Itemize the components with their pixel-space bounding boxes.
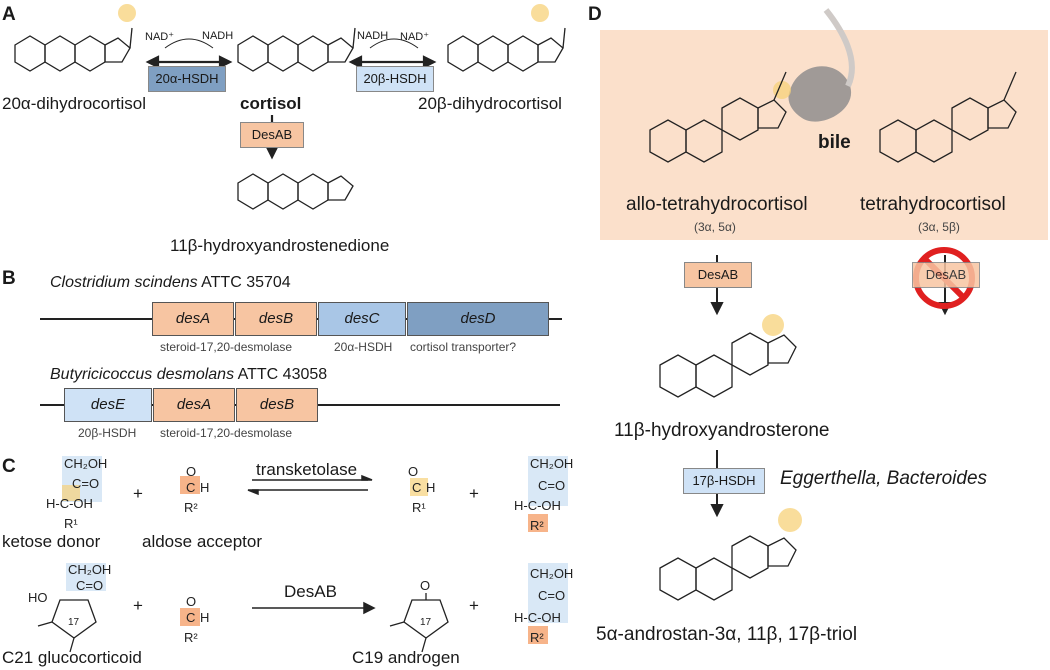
nad-plus-left: NAD⁺ bbox=[145, 31, 175, 43]
enzyme-desab-d2: DesAB bbox=[912, 262, 980, 288]
hydroxyandrosterone-structure bbox=[659, 332, 797, 398]
label-desmolase-2: steroid-17,20-desmolase bbox=[160, 426, 293, 440]
svg-text:H: H bbox=[200, 610, 209, 625]
label-c21-glucocorticoid: C21 glucocorticoid bbox=[2, 648, 142, 667]
name-20a-dihydrocortisol: 20α-dihydrocortisol bbox=[2, 94, 147, 113]
label-ketose-donor: ketose donor bbox=[2, 532, 101, 551]
svg-text:R²: R² bbox=[184, 630, 198, 645]
enzyme-20b-hsdh: 20β-HSDH bbox=[356, 66, 434, 92]
panel-b-label: B bbox=[2, 268, 16, 289]
gene-desA-2: desA bbox=[153, 388, 235, 422]
gene-desD: desD bbox=[407, 302, 549, 336]
svg-text:O: O bbox=[186, 464, 196, 479]
name-allo-thc: allo-tetrahydrocortisol bbox=[626, 194, 808, 215]
svg-text:H: H bbox=[426, 480, 435, 495]
svg-text:HO: HO bbox=[28, 590, 48, 605]
svg-text:H: H bbox=[200, 480, 209, 495]
svg-text:R²: R² bbox=[184, 500, 198, 515]
gallbladder-icon bbox=[788, 8, 855, 122]
svg-text:C: C bbox=[412, 480, 421, 495]
name-11b-hydroxyandrosterone: 11β-hydroxyandrosterone bbox=[614, 420, 830, 441]
panel-d-label: D bbox=[588, 4, 602, 25]
label-transporter: cortisol transporter? bbox=[410, 340, 517, 354]
dihydrocortisol-20b-structure bbox=[447, 4, 566, 72]
svg-text:CH₂OH: CH₂OH bbox=[530, 566, 573, 581]
svg-text:C: C bbox=[186, 610, 195, 625]
dihydrocortisol-20a-structure bbox=[14, 4, 136, 72]
name-cortisol: cortisol bbox=[240, 94, 302, 113]
gene-desE: desE bbox=[64, 388, 152, 422]
enzyme-desab-d1: DesAB bbox=[684, 262, 752, 288]
name-20b-dihydrocortisol: 20β-dihydrocortisol bbox=[418, 94, 562, 113]
plus-c1: + bbox=[133, 484, 143, 503]
gene-desA-1: desA bbox=[152, 302, 234, 336]
panel-a-label: A bbox=[2, 4, 16, 25]
svg-text:C: C bbox=[186, 480, 195, 495]
enzyme-20a-hsdh: 20α-HSDH bbox=[148, 66, 226, 92]
allo-thc-structure bbox=[649, 71, 787, 163]
bile-region bbox=[600, 30, 1048, 240]
label-20a-hsdh: 20α-HSDH bbox=[334, 340, 393, 354]
svg-text:C=O: C=O bbox=[538, 588, 565, 603]
label-bacteria: Eggerthella, Bacteroides bbox=[780, 468, 988, 489]
svg-text:R¹: R¹ bbox=[412, 500, 426, 515]
plus-c2: + bbox=[469, 484, 479, 503]
gene-desC: desC bbox=[318, 302, 406, 336]
gene-desB-2: desB bbox=[236, 388, 318, 422]
name-triol: 5α-androstan-3α, 11β, 17β-triol bbox=[596, 624, 858, 645]
svg-text:O: O bbox=[408, 464, 418, 479]
label-transketolase: transketolase bbox=[256, 460, 358, 479]
organism-2: Butyricicoccus desmolans ATTC 43058 bbox=[50, 366, 328, 383]
svg-text:H-C-OH: H-C-OH bbox=[514, 498, 561, 513]
panel-a-structures bbox=[14, 4, 566, 210]
svg-text:O: O bbox=[186, 594, 196, 609]
sub-thc: (3α, 5β) bbox=[918, 220, 960, 234]
label-20b-hsdh: 20β-HSDH bbox=[78, 426, 137, 440]
organism-1: Clostridium scindens ATTC 35704 bbox=[50, 274, 291, 291]
panel-d-structures bbox=[649, 8, 1017, 601]
label-c19-androgen: C19 androgen bbox=[352, 648, 460, 667]
sub-allo-thc: (3α, 5α) bbox=[694, 220, 736, 234]
svg-text:H-C-OH: H-C-OH bbox=[46, 496, 93, 511]
name-thc: tetrahydrocortisol bbox=[860, 194, 1006, 215]
label-desab-c: DesAB bbox=[284, 582, 337, 601]
cortisol-structure bbox=[237, 27, 356, 72]
svg-text:C=O: C=O bbox=[538, 478, 565, 493]
svg-text:H-C-OH: H-C-OH bbox=[514, 610, 561, 625]
enzyme-17b-hsdh: 17β-HSDH bbox=[683, 468, 765, 494]
svg-text:17: 17 bbox=[68, 617, 80, 628]
svg-text:C=O: C=O bbox=[76, 578, 103, 593]
enzyme-desab-a: DesAB bbox=[240, 122, 304, 148]
svg-text:R¹: R¹ bbox=[64, 516, 78, 531]
label-desmolase-1: steroid-17,20-desmolase bbox=[160, 340, 293, 354]
thc-structure bbox=[879, 71, 1017, 163]
plus-c3: + bbox=[133, 596, 143, 615]
svg-text:17: 17 bbox=[420, 617, 432, 628]
gene-desB-1: desB bbox=[235, 302, 317, 336]
label-bile: bile bbox=[818, 132, 851, 153]
label-aldose-acceptor: aldose acceptor bbox=[142, 532, 263, 551]
triol-structure bbox=[659, 535, 797, 601]
nadh-left: NADH bbox=[202, 30, 234, 42]
svg-text:C=O: C=O bbox=[72, 476, 99, 491]
svg-text:O: O bbox=[420, 578, 430, 593]
nad-plus-right: NAD⁺ bbox=[400, 31, 430, 43]
hydroxyandrostenedione-structure bbox=[237, 173, 354, 210]
panel-c-label: C bbox=[2, 456, 16, 477]
svg-text:CH₂OH: CH₂OH bbox=[68, 562, 111, 577]
svg-text:CH₂OH: CH₂OH bbox=[64, 456, 107, 471]
svg-text:R²: R² bbox=[530, 518, 544, 533]
svg-text:R²: R² bbox=[530, 630, 544, 645]
plus-c4: + bbox=[469, 596, 479, 615]
name-11b-hydroxyandrostenedione: 11β-hydroxyandrostenedione bbox=[170, 236, 390, 255]
nadh-right: NADH bbox=[357, 30, 389, 42]
svg-text:CH₂OH: CH₂OH bbox=[530, 456, 573, 471]
